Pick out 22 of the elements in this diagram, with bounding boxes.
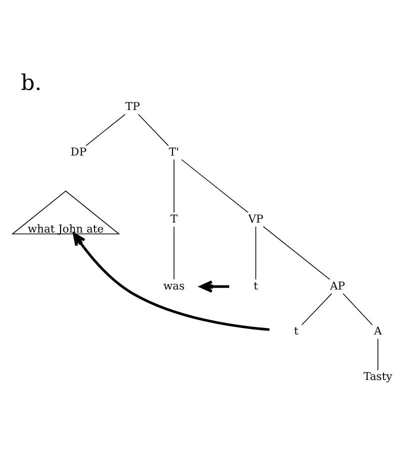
node-text: VP [248, 212, 264, 226]
arrow [72, 232, 270, 331]
node-text: TP [125, 100, 140, 114]
connector [377, 338, 378, 371]
node-text: t [294, 324, 298, 338]
connector [181, 159, 248, 213]
connector [138, 114, 169, 146]
connector [255, 226, 256, 280]
node-text: DP [70, 145, 86, 158]
node-text: A [374, 324, 382, 338]
node-text: t [254, 279, 258, 292]
node-text: Tasty [363, 370, 392, 383]
node-text: T' [168, 145, 180, 158]
node-text: T [170, 212, 178, 226]
connector [301, 293, 332, 326]
connector [86, 114, 126, 146]
arrow [200, 280, 230, 293]
node-text: AP [330, 279, 346, 292]
connector [262, 226, 330, 280]
node-text: was [163, 279, 185, 292]
diagram-title: b. [20, 71, 42, 96]
connector [342, 293, 373, 326]
